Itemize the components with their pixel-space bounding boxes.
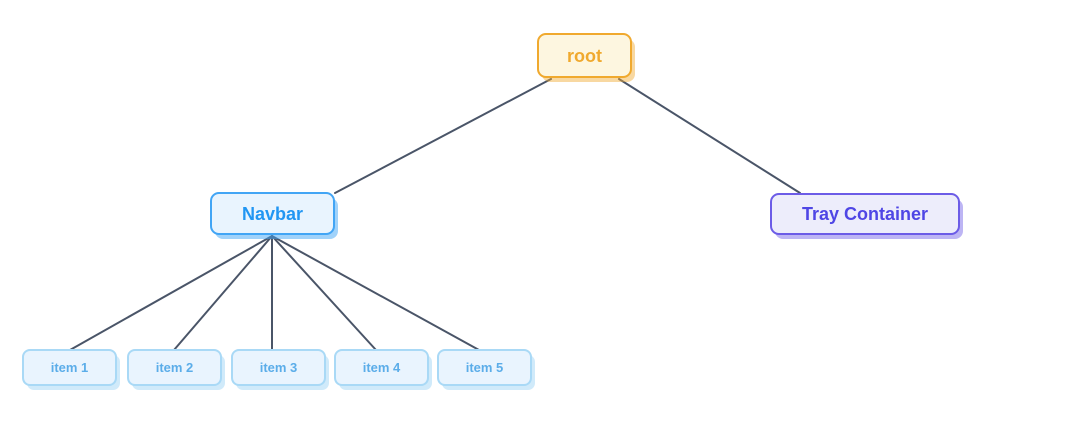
node-tray-container[interactable]: Tray Container — [770, 193, 960, 235]
node-navbar-label: Navbar — [241, 203, 304, 224]
edge-navbar-item2 — [173, 235, 273, 351]
edge-root-tray — [618, 78, 801, 194]
edge-navbar-item5 — [271, 235, 480, 351]
node-item-2[interactable]: item 2 — [127, 349, 222, 386]
node-item-3-label: item 3 — [259, 360, 298, 375]
node-navbar[interactable]: Navbar — [210, 192, 335, 235]
edge-root-navbar — [334, 78, 552, 194]
node-item-2-label: item 2 — [155, 360, 194, 375]
node-item-4[interactable]: item 4 — [334, 349, 429, 386]
edge-navbar-item4 — [271, 235, 377, 351]
node-root-label: root — [567, 45, 602, 66]
node-item-1-label: item 1 — [50, 360, 89, 375]
node-item-5[interactable]: item 5 — [437, 349, 532, 386]
node-root[interactable]: root — [537, 33, 632, 78]
node-item-1[interactable]: item 1 — [22, 349, 117, 386]
edge-navbar-item1 — [69, 235, 273, 351]
node-item-3[interactable]: item 3 — [231, 349, 326, 386]
node-item-4-label: item 4 — [362, 360, 401, 375]
node-tray-container-label: Tray Container — [801, 204, 929, 224]
node-item-5-label: item 5 — [465, 360, 504, 375]
edge-group — [69, 78, 801, 351]
